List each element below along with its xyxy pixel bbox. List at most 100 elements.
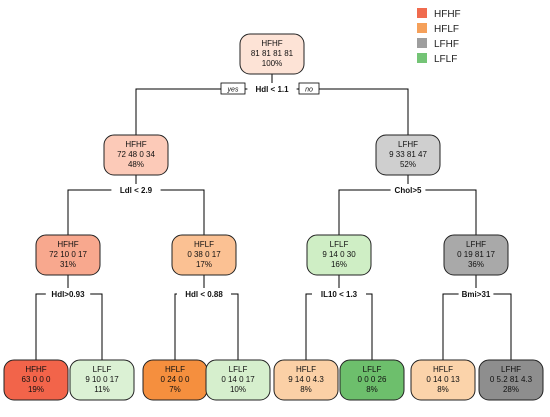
edge-right-s4 [68,293,103,360]
node-box [103,134,169,176]
node-class-label: LFLF [363,365,382,374]
node-counts: 0 38 0 17 [187,250,221,259]
node-counts: 0 0 0 26 [358,375,387,384]
node-box [239,33,305,75]
node-class-label: LFLF [330,240,349,249]
split-label-s7: Bmi>31 [462,290,491,299]
node-box [273,359,339,401]
node-class-label: HFLF [194,240,214,249]
edge-left-s7 [442,293,476,360]
legend-swatch [417,23,427,33]
node-percent: 16% [331,260,347,269]
edge-left-s5 [174,293,204,360]
node-class-label: LFLF [93,365,112,374]
node-counts: 0 14 0 17 [221,375,255,384]
branch-yes-tag: yes [220,82,246,95]
legend-item-lfhf: LFHF [417,38,459,50]
edge-right-s2 [136,189,205,235]
legend-item-hflf: HFLF [417,23,459,35]
legend-label: HFHF [434,9,461,20]
legend-label: LFHF [434,39,459,50]
node-percent: 19% [28,385,44,394]
split-label-bg-s7 [458,288,494,300]
node-class-label: HFLF [433,365,453,374]
edge-left-s2 [67,189,136,235]
split-label-s3: Chol>5 [395,186,422,195]
node-box [478,359,544,401]
node-percent: 8% [300,385,312,394]
node-counts: 9 10 0 17 [85,375,119,384]
node-class-label: LFHF [398,140,418,149]
node-class-label: LFHF [466,240,486,249]
node-percent: 100% [262,59,282,68]
svg-text:yes: yes [227,87,239,94]
legend-label: LFLF [434,54,457,65]
split-label-s4: Hdl>0.93 [51,290,85,299]
node-box [410,359,476,401]
node-percent: 31% [60,260,76,269]
split-label-bg-s6 [312,288,366,300]
node-counts: 72 10 0 17 [49,250,87,259]
split-label-s6: IL10 < 1.3 [321,290,358,299]
split-label-bg-s3 [390,184,426,196]
split-label-s5: Hdl < 0.88 [185,290,223,299]
node-class-label: LFHF [501,365,521,374]
edge-right-s3 [408,189,477,235]
node-box [171,234,237,276]
node-box [35,234,101,276]
node-box [443,234,509,276]
split-label-s2: Ldl < 2.9 [120,186,153,195]
split-label-bg-s2 [111,184,161,196]
edge-right-s5 [204,293,239,360]
edge-left-s1 [135,88,272,135]
node-counts: 0 24 0 0 [161,375,190,384]
split-label-bg-s5 [177,288,231,300]
legend-swatch [417,38,427,48]
node-class-label: HFLF [296,365,316,374]
legend-swatch [417,8,427,18]
node-percent: 36% [468,260,484,269]
node-percent: 52% [400,160,416,169]
node-counts: 9 14 0 4.3 [288,375,324,384]
node-box [3,359,69,401]
node-class-label: HFHF [125,140,146,149]
split-label-bg-s1 [247,83,297,95]
node-box [339,359,405,401]
node-percent: 28% [503,385,519,394]
node-class-label: HFHF [25,365,46,374]
node-class-label: HFLF [165,365,185,374]
split-label-bg-s4 [45,288,91,300]
node-percent: 8% [437,385,449,394]
node-box [69,359,135,401]
branch-no-tag: no [298,82,320,95]
node-percent: 11% [94,385,109,394]
node-box [205,359,271,401]
node-percent: 8% [366,385,378,394]
legend-item-lflf: LFLF [417,53,457,65]
node-counts: 9 14 0 30 [322,250,356,259]
edge-left-s6 [305,293,339,360]
node-counts: 0 19 81 17 [457,250,495,259]
node-counts: 0 5.2 81 4.3 [490,375,533,384]
node-box [306,234,372,276]
edge-left-s3 [338,189,408,235]
node-percent: 10% [230,385,246,394]
edge-right-s6 [339,293,373,360]
edge-left-s4 [35,293,68,360]
node-percent: 7% [169,385,181,394]
node-counts: 0 14 0 13 [426,375,460,384]
legend-label: HFLF [434,24,459,35]
